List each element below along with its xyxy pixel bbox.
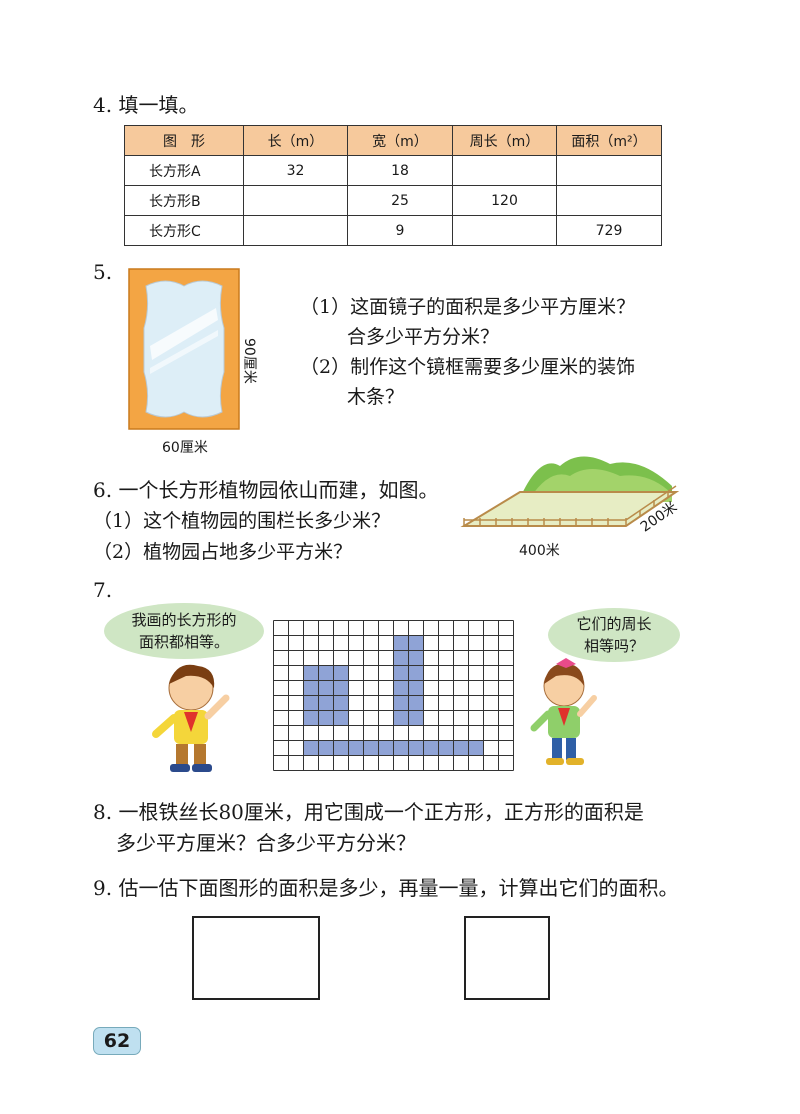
table-row: 长方形A 32 18 — [124, 155, 662, 186]
garden-illustration — [460, 456, 680, 527]
table-row: 长方形C 9 729 — [124, 215, 662, 246]
table-header: 宽（m） — [347, 125, 453, 156]
table-row: 长方形B 25 120 — [124, 185, 662, 216]
girl-speech-bubble: 它们的周长 相等吗？ — [548, 608, 680, 662]
q5-number: 5. — [93, 260, 113, 284]
q5-line: （2）制作这个镜框需要多少厘米的装饰 — [300, 356, 636, 378]
fill-table: 图 形 长（m） 宽（m） 周长（m） 面积（m²） 长方形A 32 18 长方… — [124, 125, 662, 246]
girl-speech-line: 它们的周长 — [576, 615, 652, 633]
boy-speech-line: 我画的长方形的 — [131, 611, 237, 629]
boy-illustration — [152, 664, 230, 772]
table-cell — [243, 215, 348, 246]
table-cell: 120 — [452, 185, 557, 216]
table-cell: 长方形B — [124, 185, 244, 216]
q9-line: 9. 估一估下面图形的面积是多少，再量一量，计算出它们的面积。 — [93, 876, 679, 900]
table-cell — [452, 215, 557, 246]
table-cell: 9 — [347, 215, 453, 246]
mirror-width-label: 60厘米 — [162, 440, 208, 456]
table-cell: 32 — [243, 155, 348, 186]
table-cell: 长方形A — [124, 155, 244, 186]
table-cell: 18 — [347, 155, 453, 186]
q8-line: 多少平方厘米？合多少平方分米？ — [116, 831, 416, 855]
rectangle-shape — [192, 916, 320, 1000]
table-header-row: 图 形 长（m） 宽（m） 周长（m） 面积（m²） — [124, 125, 662, 156]
table-header: 面积（m²） — [556, 125, 662, 156]
table-cell: 729 — [556, 215, 662, 246]
square-grid — [273, 620, 514, 771]
q5-line: 合多少平方分米？ — [347, 326, 500, 348]
square-shape — [464, 916, 550, 1000]
q6-line: （2）植物园占地多少平方米？ — [93, 541, 353, 563]
garden-length-label: 400米 — [519, 543, 560, 559]
mirror-height-label: 90厘米 — [241, 338, 257, 384]
table-cell: 25 — [347, 185, 453, 216]
table-cell: 长方形C — [124, 215, 244, 246]
q8-line: 8. 一根铁丝长80厘米，用它围成一个正方形，正方形的面积是 — [93, 800, 644, 824]
boy-speech-line: 面积都相等。 — [138, 633, 229, 651]
table-cell — [243, 185, 348, 216]
q7-number: 7. — [93, 578, 113, 602]
table-cell — [556, 185, 662, 216]
q5-line: 木条？ — [347, 386, 405, 408]
q6-title: 6. 一个长方形植物园依山而建，如图。 — [93, 478, 439, 502]
table-header: 周长（m） — [452, 125, 557, 156]
q6-line: （1）这个植物园的围栏长多少米？ — [93, 510, 391, 532]
girl-speech-line: 相等吗？ — [583, 637, 644, 655]
mirror-illustration — [128, 268, 240, 430]
q5-line: （1）这面镜子的面积是多少平方厘米？ — [300, 296, 636, 318]
page-number: 62 — [93, 1027, 141, 1055]
table-header: 长（m） — [243, 125, 348, 156]
q4-title: 4. 填一填。 — [93, 93, 199, 117]
table-cell — [556, 155, 662, 186]
boy-speech-bubble: 我画的长方形的 面积都相等。 — [104, 603, 264, 659]
table-cell — [452, 155, 557, 186]
table-header: 图 形 — [124, 125, 244, 156]
girl-illustration — [530, 658, 597, 765]
